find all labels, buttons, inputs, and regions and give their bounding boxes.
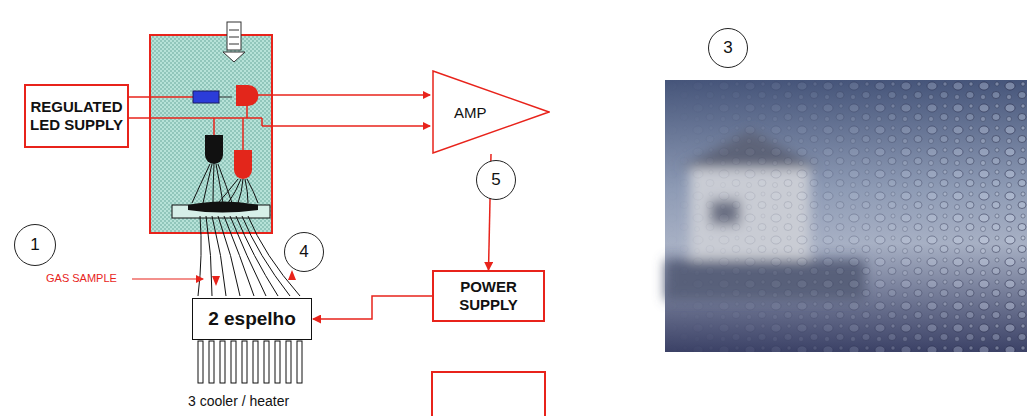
signal-arrow bbox=[313, 296, 432, 319]
power-supply-box: POWER SUPPLY bbox=[432, 270, 545, 322]
amplifier-triangle: AMP bbox=[432, 70, 550, 154]
supply-box: REGULATED LED SUPPLY bbox=[24, 84, 129, 148]
gas-sample-label: GAS SAMPLE bbox=[46, 272, 117, 284]
callout-number: 4 bbox=[284, 232, 324, 272]
node-text: REGULATED LED SUPPLY bbox=[30, 98, 123, 134]
node-text: 1 bbox=[30, 235, 39, 255]
node-text: POWER SUPPLY bbox=[448, 278, 529, 314]
triangle-outline bbox=[432, 70, 550, 154]
callout-number: 5 bbox=[476, 160, 516, 200]
node-text: 4 bbox=[299, 242, 308, 262]
node-text: 2 espelho bbox=[208, 308, 296, 330]
part-label: 3 cooler / heater bbox=[188, 393, 289, 409]
callout-number: 1 bbox=[14, 224, 56, 266]
callout-number: 3 bbox=[708, 28, 748, 68]
mirror-box: 2 espelho bbox=[192, 298, 312, 340]
node-text: 5 bbox=[491, 170, 500, 190]
node-text: AMP bbox=[454, 104, 487, 121]
node-text: 3 bbox=[723, 38, 732, 58]
